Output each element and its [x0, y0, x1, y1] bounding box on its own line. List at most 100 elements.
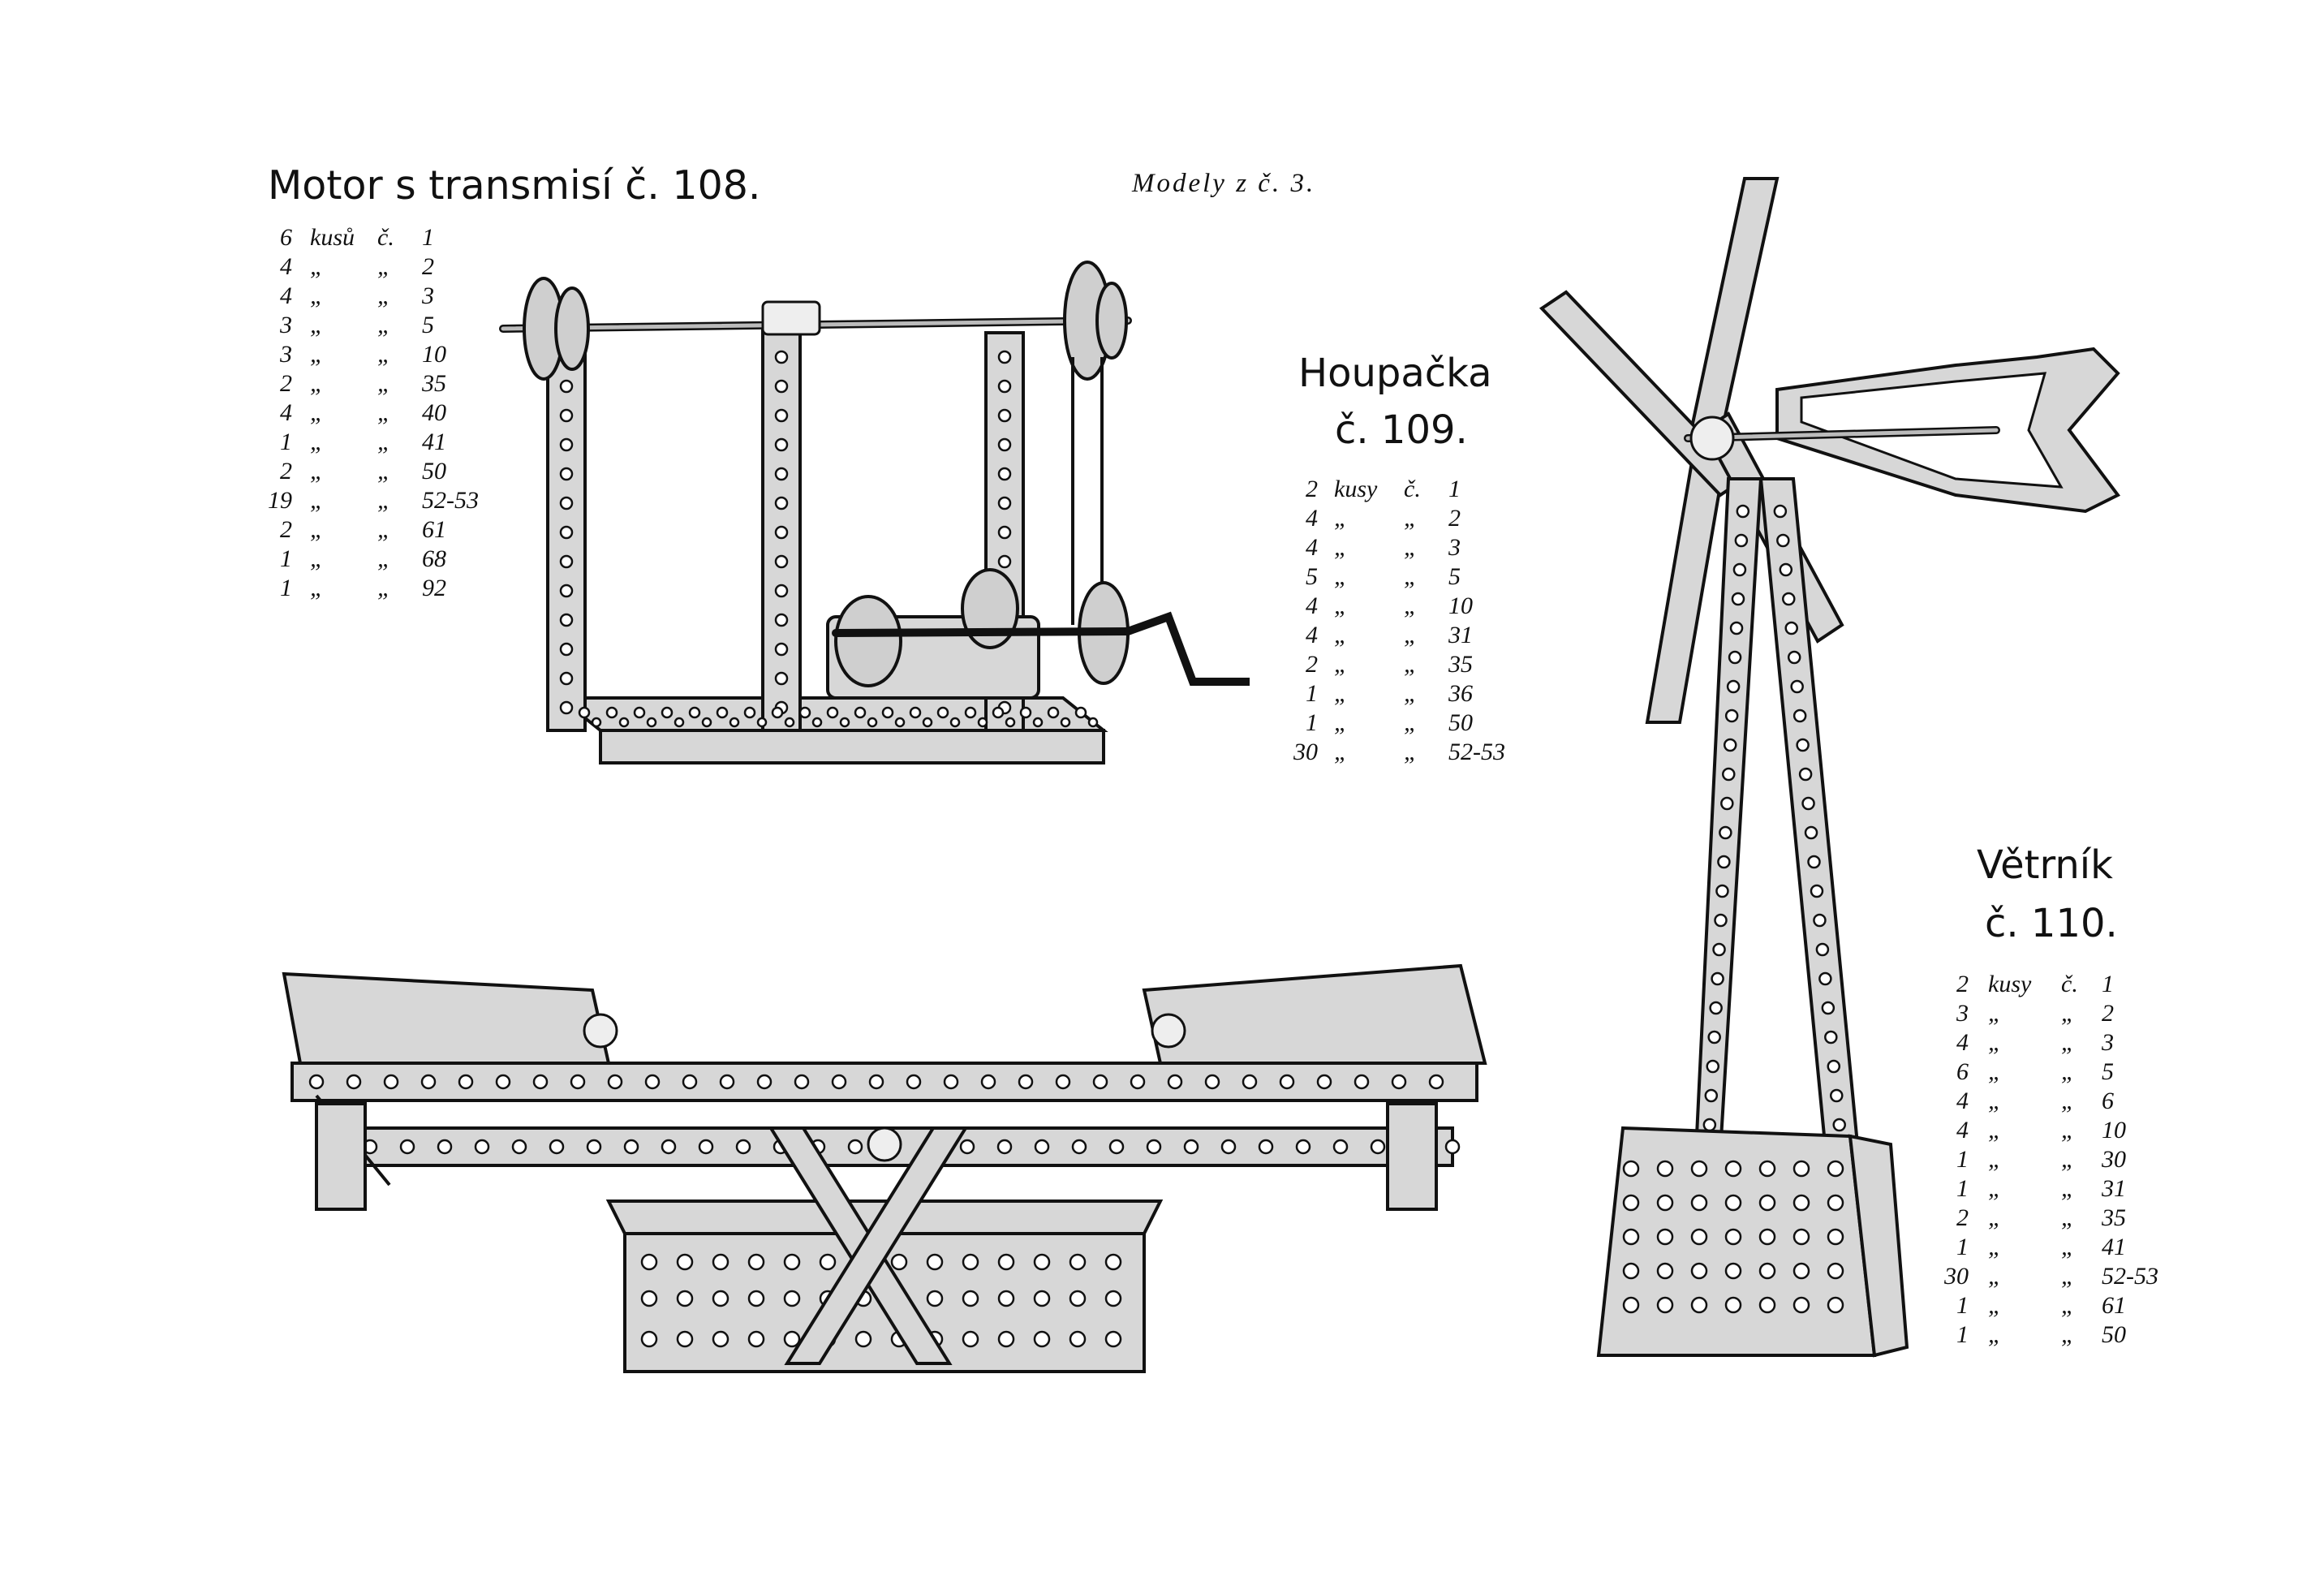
parts-qty: 19 [268, 487, 292, 514]
parts-mark: „ [377, 516, 391, 543]
parts-qty: 1 [280, 575, 292, 601]
parts-mark: „ [2061, 1029, 2075, 1056]
parts-qty: 2 [280, 458, 292, 485]
parts-qty: 2 [1956, 971, 1969, 997]
parts-mark: „ [1404, 709, 1418, 736]
parts-qty: 4 [1306, 505, 1318, 532]
parts-mark: „ [2061, 1292, 2075, 1319]
parts-number: 10 [2102, 1117, 2126, 1144]
parts-unit: „ [1988, 1263, 2002, 1290]
parts-unit: „ [310, 429, 324, 455]
parts-mark: „ [2061, 1204, 2075, 1231]
parts-mark: č. [377, 224, 394, 251]
parts-qty: 4 [1306, 592, 1318, 619]
parts-mark: „ [2061, 1263, 2075, 1290]
parts-number: 3 [2102, 1029, 2114, 1056]
parts-mark: „ [1404, 622, 1418, 648]
parts-list-row: 19 „ „ 52-53 [268, 487, 479, 516]
windmill-illustration [1539, 177, 2121, 1358]
parts-list-row: 3„„10 [268, 341, 479, 370]
parts-list-row: 3„„2 [1939, 1000, 2167, 1029]
parts-mark: „ [377, 312, 391, 338]
parts-mark: „ [1404, 592, 1418, 619]
parts-list-row: 2„„35 [1282, 651, 1501, 680]
parts-number: 35 [422, 370, 446, 397]
parts-mark: „ [377, 487, 391, 514]
parts-qty: 1 [1956, 1292, 1969, 1319]
parts-number: 36 [1448, 680, 1473, 707]
parts-mark: č. [1404, 476, 1421, 502]
parts-unit: „ [310, 487, 324, 514]
parts-qty: 4 [1956, 1088, 1969, 1114]
parts-unit: „ [1334, 592, 1348, 619]
parts-unit: „ [310, 312, 324, 338]
parts-number: 40 [422, 399, 446, 426]
parts-number: 52-53 [422, 487, 479, 514]
parts-number: 41 [2102, 1234, 2126, 1260]
parts-unit: „ [1988, 1029, 2002, 1056]
parts-list-row: 6„„5 [1939, 1058, 2167, 1088]
parts-unit: „ [1988, 1204, 2002, 1231]
parts-list-row: 4„„2 [268, 253, 479, 282]
parts-mark: „ [2061, 1146, 2075, 1173]
parts-number: 1 [1448, 476, 1461, 502]
parts-unit: „ [1988, 1088, 2002, 1114]
parts-list-row: 1„„31 [1939, 1175, 2167, 1204]
parts-unit: „ [1988, 1058, 2002, 1085]
parts-number: 5 [1448, 563, 1461, 590]
parts-mark: „ [2061, 1058, 2075, 1085]
parts-qty: 30 [1944, 1263, 1969, 1290]
parts-qty: 2 [1306, 651, 1318, 678]
parts-list-row: 4„„2 [1282, 505, 1501, 534]
parts-mark: „ [1404, 563, 1418, 590]
parts-qty: 3 [280, 341, 292, 368]
parts-list-row: 2„„35 [1939, 1204, 2167, 1234]
parts-list-row: 4„„3 [1939, 1029, 2167, 1058]
parts-number: 31 [1448, 622, 1473, 648]
parts-qty: 1 [1306, 680, 1318, 707]
parts-list-row: 2„„61 [268, 516, 479, 545]
parts-mark: „ [377, 282, 391, 309]
parts-unit: „ [1988, 1292, 2002, 1319]
parts-mark: „ [2061, 1175, 2075, 1202]
parts-qty: 4 [280, 282, 292, 309]
parts-unit: „ [310, 341, 324, 368]
parts-unit: „ [1988, 1000, 2002, 1027]
parts-qty: 2 [280, 516, 292, 543]
parts-qty: 2 [1956, 1204, 1969, 1231]
parts-mark: „ [377, 429, 391, 455]
parts-qty: 4 [1306, 622, 1318, 648]
parts-unit: „ [310, 545, 324, 572]
parts-unit: „ [1334, 709, 1348, 736]
parts-unit: „ [1988, 1117, 2002, 1144]
parts-qty: 30 [1293, 739, 1318, 765]
see-saw-illustration [282, 963, 1487, 1373]
parts-unit: kusů [310, 224, 355, 251]
parts-list-row: 1„„61 [1939, 1292, 2167, 1321]
parts-list-row: 4„„31 [1282, 622, 1501, 651]
parts-unit: „ [310, 253, 324, 280]
parts-qty: 3 [1956, 1000, 1969, 1027]
parts-qty: 6 [280, 224, 292, 251]
parts-mark: „ [377, 399, 391, 426]
parts-qty: 5 [1306, 563, 1318, 590]
parts-list-row: 1„„41 [268, 429, 479, 458]
parts-mark: „ [1404, 651, 1418, 678]
parts-unit: „ [310, 370, 324, 397]
parts-unit: „ [1334, 680, 1348, 707]
parts-mark: „ [377, 341, 391, 368]
parts-list-row: 1„„68 [268, 545, 479, 575]
parts-number: 5 [2102, 1058, 2114, 1085]
parts-list-row: 4„„10 [1282, 592, 1501, 622]
parts-mark: č. [2061, 971, 2078, 997]
parts-unit: „ [1334, 739, 1348, 765]
parts-number: 6 [2102, 1088, 2114, 1114]
parts-number: 52-53 [2102, 1263, 2158, 1290]
parts-mark: „ [377, 253, 391, 280]
parts-number: 31 [2102, 1175, 2126, 1202]
motor-transmission-illustration [499, 261, 1250, 765]
